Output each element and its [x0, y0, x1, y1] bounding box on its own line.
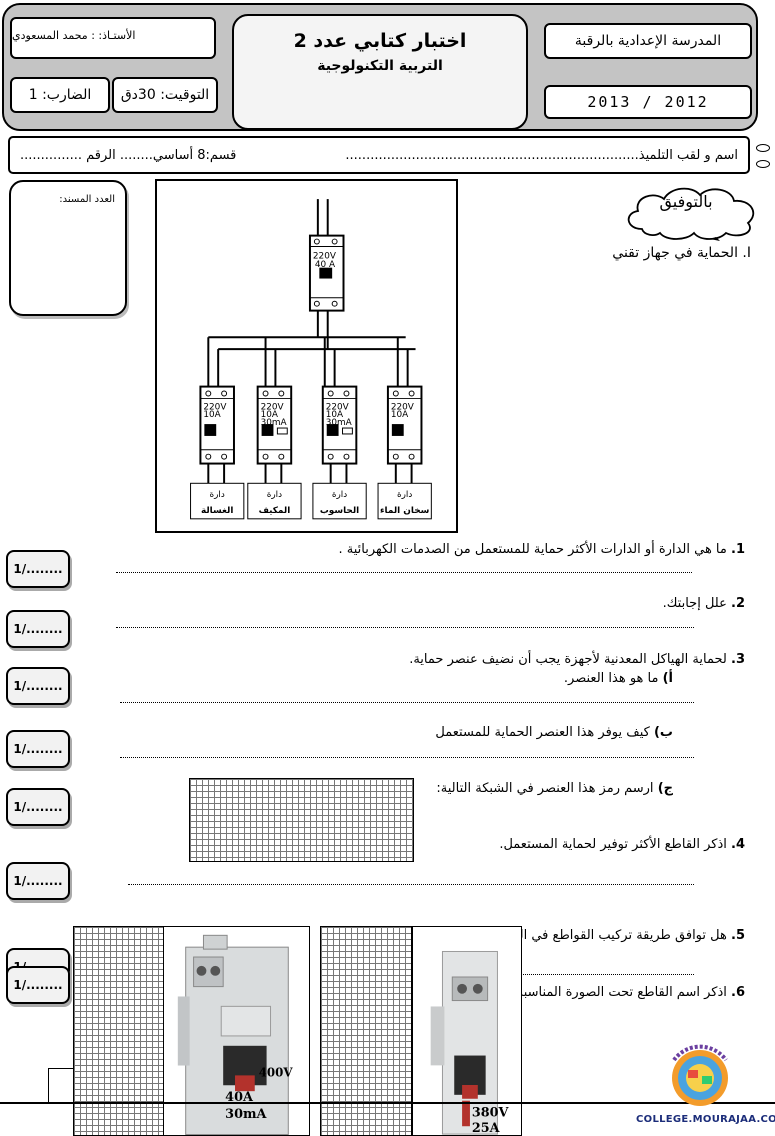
- drawing-grid[interactable]: [320, 926, 412, 1136]
- score-box: 1/........: [6, 966, 70, 1004]
- mcb-breaker-photo: 380V 25A: [412, 926, 522, 1136]
- main-breaker-voltage: 220V: [313, 251, 336, 261]
- score-box: 1/........: [6, 862, 70, 900]
- question-number: ب): [653, 725, 673, 740]
- score-box: 1/........: [6, 788, 70, 826]
- breaker-rating: 220V: [326, 402, 349, 412]
- question-text: كيف يوفر هذا العنصر الحماية للمستعمل: [435, 725, 650, 740]
- question-5: 5. هل توافق طريقة تركيب القواطع في الد: [513, 928, 745, 943]
- score-box: 1/........: [6, 610, 70, 648]
- question-6: 6. اذكر اسم القاطع تحت الصورة المناسبة: [517, 985, 745, 1000]
- breaker-rating: 10A: [261, 410, 278, 420]
- question-text: ما هو هذا العنصر.: [563, 671, 659, 686]
- site-logo-icon: [672, 1044, 728, 1106]
- cloud-icon: [627, 187, 755, 241]
- exam-subject: التربية التكنولوجية: [317, 58, 443, 74]
- score-box: 1/........: [6, 550, 70, 588]
- question-text: ما هي الدارة أو الدارات الأكثر حماية للم…: [338, 542, 727, 557]
- question-3b: ب) كيف يوفر هذا العنصر الحماية للمستعمل: [435, 725, 673, 740]
- header-panel: المدرسة الإعدادية بالرقبة 2013 / 2012 ال…: [2, 3, 758, 131]
- student-class-label[interactable]: قسم:8 أساسي........ الرقم ..............…: [20, 147, 237, 163]
- drawing-grid[interactable]: [189, 778, 414, 862]
- question-number: 3.: [731, 652, 745, 667]
- circuit-label: دارة: [397, 490, 412, 500]
- question-text: ارسم رمز هذا العنصر في الشبكة التالية:: [436, 781, 654, 796]
- exam-duration: التوقيت: 30دق: [112, 77, 218, 113]
- rcbo-sensitivity: 30mA: [225, 1107, 267, 1122]
- student-name-label[interactable]: اسم و لقب التلميذ.......................…: [345, 147, 738, 163]
- breaker-rating: 220V: [391, 402, 414, 412]
- score-box: 1/........: [6, 667, 70, 705]
- question-text: اذكر اسم القاطع تحت الصورة المناسبة: [516, 985, 727, 1000]
- breaker-rating: 220V: [203, 402, 226, 412]
- breaker-rating: 10A: [326, 410, 343, 420]
- breaker-rating: 220V: [261, 402, 284, 412]
- page-corner-mark: [48, 1068, 74, 1104]
- school-year: 2013 / 2012: [544, 85, 752, 119]
- mcb-voltage: 380V: [472, 1105, 510, 1120]
- electrical-diagram: 220V 40 A 220V10Aدارةالغسالة220V10A30mAد…: [155, 179, 458, 533]
- circuit-label: دارة: [267, 490, 282, 500]
- question-number: 5.: [731, 928, 745, 943]
- answer-line[interactable]: [128, 884, 694, 885]
- cloud-message: بالتوفيق: [659, 192, 713, 211]
- rcbo-breaker-photo: 400V 40A 30mA: [163, 926, 310, 1136]
- circuit-name: الغسالة: [201, 506, 233, 516]
- question-text: علل إجابتك.: [662, 596, 727, 611]
- question-number: ج): [657, 781, 673, 796]
- grade-label: العدد المسند:: [59, 194, 115, 205]
- binder-ring-icon: [756, 144, 770, 152]
- title-box: اختبار كتابي عدد 2 التربية التكنولوجية: [232, 14, 528, 130]
- question-number: 6.: [731, 985, 745, 1000]
- mcb-current: 25A: [472, 1121, 501, 1136]
- binder-ring-icon: [756, 160, 770, 168]
- section-title: I. الحماية في جهاز تقني: [612, 245, 751, 261]
- question-2: 2. علل إجابتك.: [663, 596, 745, 611]
- answer-line[interactable]: [520, 974, 694, 975]
- question-text: هل توافق طريقة تركيب القواطع في الد: [512, 928, 727, 943]
- main-breaker-current: 40 A: [315, 260, 335, 270]
- question-number: أ): [662, 671, 673, 686]
- question-3a: أ) ما هو هذا العنصر.: [564, 671, 673, 686]
- teacher-name: الأستـاذ: : محمد المسعودي: [10, 17, 216, 59]
- student-info-strip: اسم و لقب التلميذ.......................…: [8, 136, 750, 174]
- grade-box: العدد المسند:: [9, 180, 127, 316]
- circuit-name: سخان الماء: [380, 506, 429, 516]
- answer-line[interactable]: [116, 627, 694, 628]
- circuit-label: دارة: [210, 490, 225, 500]
- page-bottom-rule: [0, 1102, 775, 1104]
- circuit-label: دارة: [332, 490, 347, 500]
- question-3c: ج) ارسم رمز هذا العنصر في الشبكة التالية…: [436, 781, 673, 796]
- breaker-rating: 10A: [391, 410, 408, 420]
- exam-title: اختبار كتابي عدد 2: [293, 30, 467, 52]
- answer-line[interactable]: [120, 702, 694, 703]
- exam-coefficient: الضارب: 1: [10, 77, 110, 113]
- question-text: اذكر القاطع الأكثر توفير لحماية المستعمل…: [499, 837, 727, 852]
- circuit-name: المكيف: [259, 506, 291, 516]
- question-3: 3. لحماية الهياكل المعدنية لأجهزة يجب أن…: [409, 652, 745, 667]
- question-number: 2.: [731, 596, 745, 611]
- question-number: 4.: [731, 837, 745, 852]
- answer-line[interactable]: [120, 757, 694, 758]
- score-box: 1/........: [6, 730, 70, 768]
- question-number: 1.: [731, 542, 745, 557]
- question-text: لحماية الهياكل المعدنية لأجهزة يجب أن نض…: [409, 652, 727, 667]
- drawing-grid[interactable]: [73, 926, 165, 1136]
- question-4: 4. اذكر القاطع الأكثر توفير لحماية المست…: [499, 837, 745, 852]
- question-1: 1. ما هي الدارة أو الدارات الأكثر حماية …: [338, 542, 745, 557]
- site-url[interactable]: COLLEGE.MOURAJAA.COM: [636, 1114, 775, 1125]
- rcbo-current: 40A: [225, 1090, 254, 1105]
- breaker-rating: 30mA: [326, 418, 352, 428]
- rcbo-voltage: 400V: [259, 1065, 294, 1079]
- breaker-rating: 10A: [203, 410, 220, 420]
- branch-breakers: 220V10Aدارةالغسالة220V10A30mAدارةالمكيف2…: [190, 385, 432, 520]
- circuit-name: الحاسوب: [320, 506, 359, 516]
- answer-line[interactable]: [116, 572, 692, 573]
- school-name: المدرسة الإعدادية بالرقبة: [544, 23, 752, 59]
- breaker-rating: 30mA: [261, 418, 287, 428]
